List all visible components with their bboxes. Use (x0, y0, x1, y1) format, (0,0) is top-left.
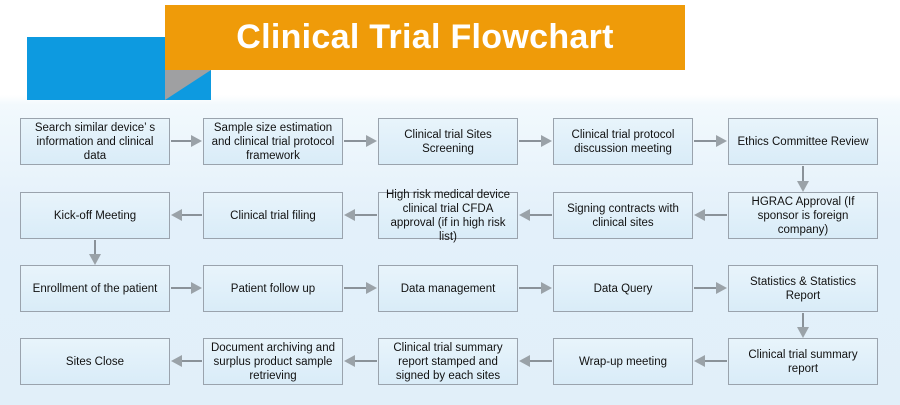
arrow-n13-to-n14 (519, 281, 552, 295)
flow-node-label: Ethics Committee Review (737, 135, 869, 148)
flow-node-n14[interactable]: Data Query (553, 265, 693, 312)
arrow-n7-to-n8 (519, 208, 552, 222)
arrow-n2-to-n3 (344, 134, 377, 148)
flow-node-n8[interactable]: High risk medical device clinical trial … (378, 189, 518, 243)
arrow-n8-to-n9 (344, 208, 377, 222)
flow-node-label: Statistics & Statistics Report (749, 275, 857, 302)
arrow-n4-to-n5 (694, 134, 727, 148)
flow-node-n10[interactable]: Kick-off Meeting (20, 192, 170, 239)
header-orange-banner (165, 5, 685, 70)
flow-node-label: HGRAC Approval (If sponsor is foreign co… (751, 195, 855, 236)
flow-node-n5[interactable]: Ethics Committee Review (728, 118, 878, 165)
flow-node-n2[interactable]: Sample size estimation and clinical tria… (203, 118, 343, 165)
flow-node-label: Patient follow up (230, 282, 316, 295)
flow-node-label: High risk medical device clinical trial … (386, 188, 510, 243)
arrow-n5-to-n6 (796, 166, 810, 192)
page-title: Clinical Trial Flowchart (236, 18, 614, 56)
flow-node-label: Document archiving and surplus product s… (210, 341, 335, 382)
arrow-n15-to-n16 (796, 313, 810, 338)
arrow-n11-to-n12 (171, 281, 202, 295)
flow-node-label: Search similar device’ s information and… (34, 121, 156, 162)
arrow-n14-to-n15 (694, 281, 727, 295)
flow-node-label: Data management (400, 282, 496, 295)
flow-node-n1[interactable]: Search similar device’ s information and… (20, 118, 170, 165)
arrow-n16-to-n17 (694, 354, 727, 368)
flow-node-label: Wrap-up meeting (579, 355, 667, 368)
flow-node-label: Sites Close (65, 355, 125, 368)
flow-node-label: Signing contracts with clinical sites (567, 202, 679, 229)
arrow-n10-to-n11 (88, 240, 102, 265)
arrow-n19-to-n20 (171, 354, 202, 368)
flow-node-label: Sample size estimation and clinical tria… (211, 121, 335, 162)
flow-node-n4[interactable]: Clinical trial protocol discussion meeti… (553, 118, 693, 165)
arrow-n17-to-n18 (519, 354, 552, 368)
flow-node-n6[interactable]: HGRAC Approval (If sponsor is foreign co… (728, 192, 878, 239)
flow-node-n15[interactable]: Statistics & Statistics Report (728, 265, 878, 312)
flow-node-n18[interactable]: Clinical trial summary report stamped an… (378, 338, 518, 385)
flow-node-label: Clinical trial summary report (748, 348, 858, 375)
header-fold-triangle-icon (165, 70, 211, 100)
flow-node-label: Clinical trial filing (230, 209, 316, 222)
arrow-n12-to-n13 (344, 281, 377, 295)
flow-node-label: Clinical trial Sites Screening (404, 128, 492, 155)
flow-node-n7[interactable]: Signing contracts with clinical sites (553, 192, 693, 239)
flow-node-n20[interactable]: Sites Close (20, 338, 170, 385)
arrow-n1-to-n2 (171, 134, 202, 148)
arrow-n18-to-n19 (344, 354, 377, 368)
flow-node-n3[interactable]: Clinical trial Sites Screening (378, 118, 518, 165)
arrow-n6-to-n7 (694, 208, 727, 222)
flow-node-label: Clinical trial protocol discussion meeti… (571, 128, 675, 155)
flow-node-label: Enrollment of the patient (32, 282, 158, 295)
arrow-n3-to-n4 (519, 134, 552, 148)
flow-node-n9[interactable]: Clinical trial filing (203, 192, 343, 239)
flow-node-n13[interactable]: Data management (378, 265, 518, 312)
flow-node-n19[interactable]: Document archiving and surplus product s… (203, 338, 343, 385)
flow-node-n11[interactable]: Enrollment of the patient (20, 265, 170, 312)
flow-node-label: Kick-off Meeting (53, 209, 137, 222)
flow-node-label: Data Query (593, 282, 653, 295)
flow-node-n16[interactable]: Clinical trial summary report (728, 338, 878, 385)
flow-node-label: Clinical trial summary report stamped an… (393, 341, 503, 382)
flow-node-n17[interactable]: Wrap-up meeting (553, 338, 693, 385)
flow-node-n12[interactable]: Patient follow up (203, 265, 343, 312)
arrow-n9-to-n10 (171, 208, 202, 222)
